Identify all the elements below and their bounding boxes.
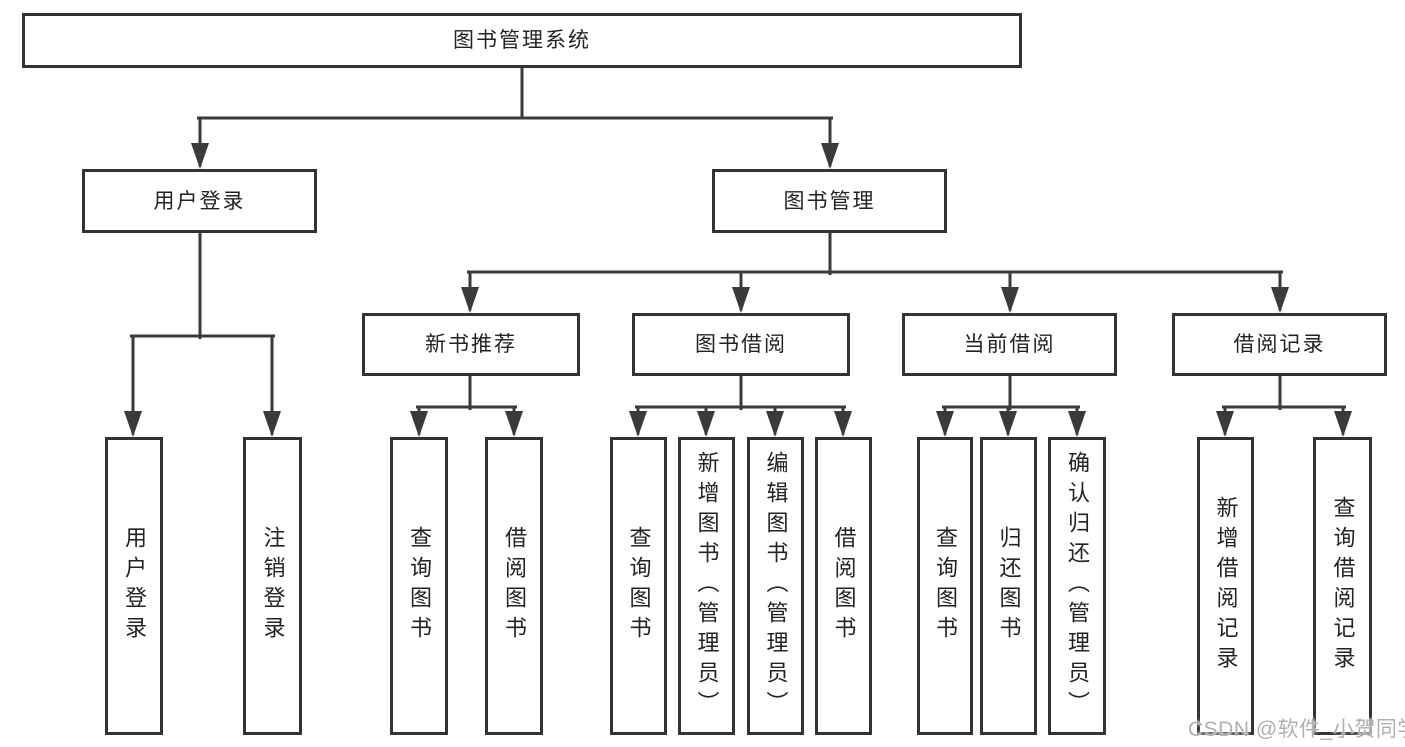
- node-root-system: 图书管理系统: [22, 13, 1022, 68]
- watermark: CSDN @软件_小贺同学: [1188, 718, 1405, 741]
- connector-arrowheads: [124, 143, 1352, 437]
- leaf-user-login: 用户登录: [105, 437, 163, 735]
- leaf-logout: 注销登录: [243, 437, 302, 735]
- leaf-confirm-return-admin: 确认归还（管理员）: [1048, 437, 1106, 735]
- leaf-add-books-admin: 新增图书（管理员）: [678, 437, 735, 735]
- connector-edges: [130, 66, 1346, 435]
- leaf-query-books-current: 查询图书: [917, 437, 973, 735]
- node-borrow-records: 借阅记录: [1172, 313, 1387, 376]
- node-book-borrow: 图书借阅: [632, 313, 850, 376]
- leaf-edit-books-admin: 编辑图书（管理员）: [747, 437, 804, 735]
- node-user-login: 用户登录: [82, 169, 317, 233]
- node-new-book-recommend: 新书推荐: [362, 313, 580, 376]
- leaf-query-books-recommend: 查询图书: [390, 437, 448, 735]
- leaf-borrow-books-recommend: 借阅图书: [485, 437, 543, 735]
- node-book-management: 图书管理: [712, 169, 947, 233]
- leaf-add-borrow-record: 新增借阅记录: [1197, 437, 1254, 735]
- leaf-query-borrow-record: 查询借阅记录: [1313, 437, 1372, 735]
- node-current-borrow: 当前借阅: [902, 313, 1117, 376]
- leaf-return-books: 归还图书: [980, 437, 1037, 735]
- leaf-borrow-books: 借阅图书: [815, 437, 872, 735]
- leaf-query-books-borrow: 查询图书: [610, 437, 667, 735]
